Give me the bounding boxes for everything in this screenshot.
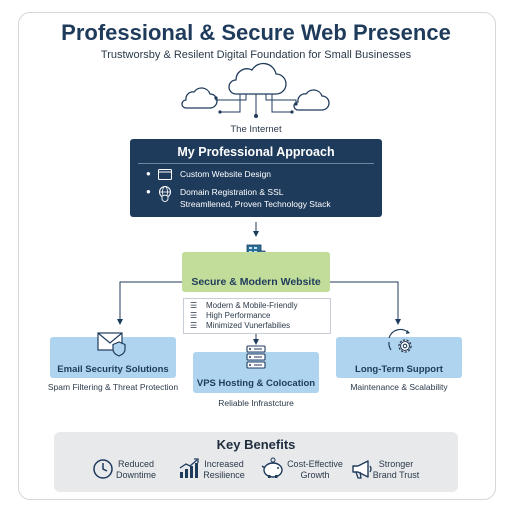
approach-item: Streamllened, Proven Technology Stack bbox=[180, 199, 331, 209]
benefit-line: Stronger bbox=[378, 459, 414, 469]
approach-divider bbox=[138, 163, 374, 164]
list-icon: ☰ bbox=[190, 321, 198, 330]
piggy-bank-icon bbox=[261, 457, 283, 478]
benefit-line: Reduced bbox=[117, 459, 155, 469]
benefit-label: Stronger Brand Trust bbox=[368, 459, 424, 480]
server-icon bbox=[246, 345, 266, 369]
vps-hosting-title: VPS Hosting & Colocation bbox=[196, 378, 316, 389]
globe-shield-icon bbox=[159, 186, 171, 203]
feature-item: Minimized Vunerfabilies bbox=[206, 321, 291, 330]
secure-website-title: Secure & Modern Website bbox=[191, 276, 321, 288]
envelope-shield-icon bbox=[97, 332, 126, 357]
benefit-line: Growth bbox=[300, 469, 330, 480]
key-benefits-title: Key Benefits bbox=[216, 437, 296, 452]
page-title: Professional & Secure Web Presence bbox=[61, 20, 451, 45]
approach-item: Domain Registration & SSL bbox=[180, 187, 284, 197]
benefit-line: Cost-Effective bbox=[287, 459, 343, 469]
bullet-icon: ● bbox=[146, 169, 151, 178]
secure-website-box: Secure & Modern Website bbox=[182, 252, 330, 292]
browser-window-icon bbox=[158, 169, 172, 180]
list-icon: ☰ bbox=[190, 301, 198, 310]
benefit-line: Increased bbox=[204, 459, 244, 469]
key-benefits-panel: Key Benefits Reduced Downtime Increased … bbox=[54, 432, 458, 492]
benefit-line: Resilience bbox=[203, 469, 245, 480]
approach-title: My Professional Approach bbox=[177, 145, 335, 159]
bullet-icon: ● bbox=[146, 187, 151, 196]
approach-box: My Professional Approach ● Custom Websit… bbox=[130, 139, 382, 217]
long-term-support-title: Long-Term Support bbox=[355, 364, 443, 375]
approach-item: Custom Website Design bbox=[180, 169, 272, 179]
email-security-title: Email Security Solutions bbox=[57, 364, 169, 375]
feature-item: Modern & Mobile-Friendly bbox=[206, 301, 298, 310]
benefit-line: Brand Trust bbox=[372, 469, 420, 480]
clock-icon bbox=[93, 459, 113, 479]
benefit-label: Cost-Effective Growth bbox=[282, 459, 348, 480]
email-security-caption: Spam Filtering & Threat Protection bbox=[47, 382, 179, 392]
long-term-support-caption: Maintenance & Scalability bbox=[350, 382, 448, 392]
growth-chart-icon bbox=[179, 458, 199, 478]
cloud-network-icon bbox=[181, 62, 330, 118]
feature-item: High Performance bbox=[206, 311, 271, 320]
internet-label: The Internet bbox=[230, 124, 282, 135]
website-features-box: ☰ ☰ ☰ Modern & Mobile-Friendly High Perf… bbox=[183, 298, 331, 334]
megaphone-icon bbox=[352, 460, 372, 479]
benefit-label: Increased Resilience bbox=[196, 459, 252, 480]
list-icon: ☰ bbox=[190, 311, 198, 320]
vps-hosting-caption: Reliable Infrastcture bbox=[218, 398, 294, 408]
page-subtitle: Trustworsby & Resilent Digital Foundatio… bbox=[100, 49, 412, 61]
benefit-line: Downtime bbox=[115, 469, 156, 480]
gear-cycle-icon bbox=[388, 328, 412, 353]
benefit-label: Reduced Downtime bbox=[112, 459, 160, 480]
